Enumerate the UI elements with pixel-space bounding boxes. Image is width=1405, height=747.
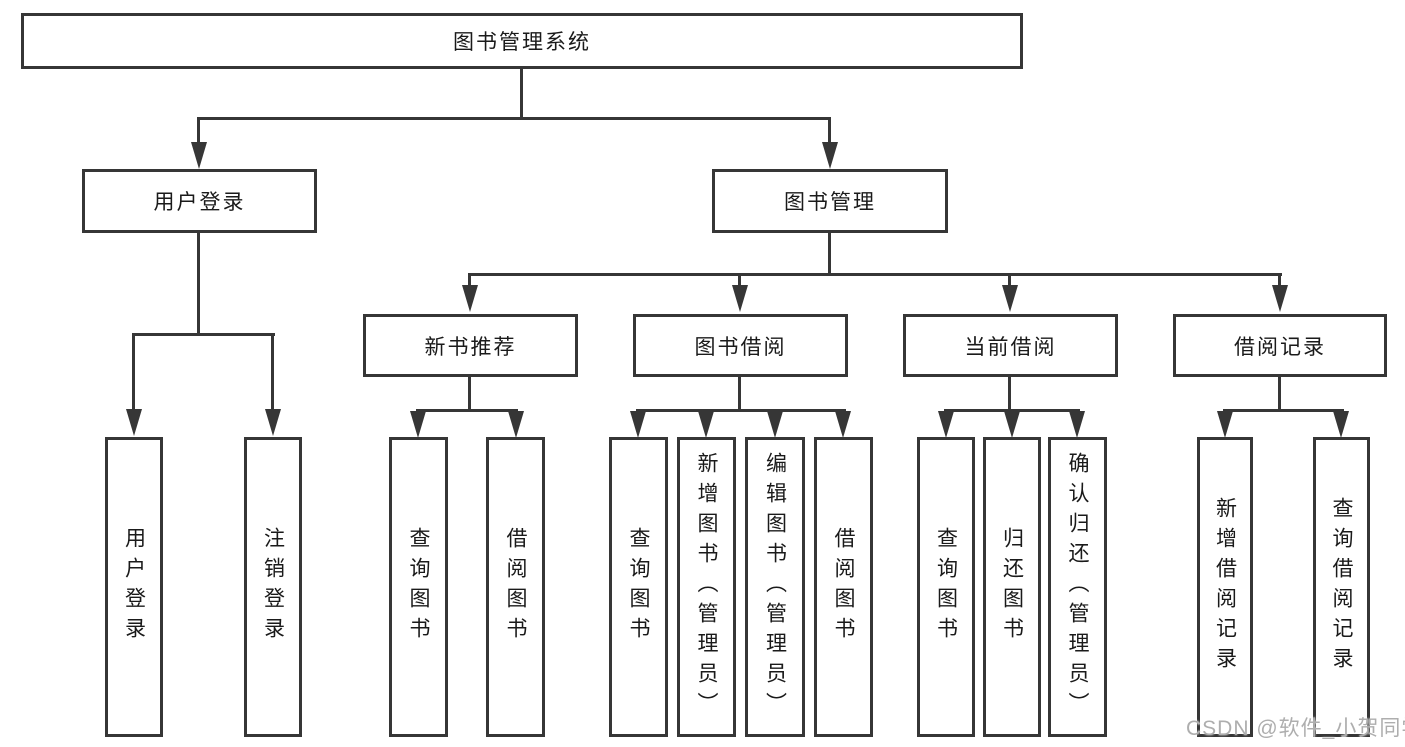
arrow-down-icon <box>767 411 783 438</box>
node-label: 图书管理 <box>784 191 876 214</box>
connector-borrow-record-rail <box>1223 409 1344 412</box>
node-label: 借阅图书 <box>504 527 527 647</box>
connector-login-drop <box>132 333 135 410</box>
connector-current-borrow-stem <box>1008 377 1011 412</box>
connector-book-borrow-drop <box>738 273 741 286</box>
node-label: 查询借阅记录 <box>1330 497 1353 677</box>
node-label: 注销登录 <box>261 527 285 647</box>
arrow-down-icon <box>1069 411 1085 438</box>
arrow-down-icon <box>462 285 478 312</box>
connector-logout-drop <box>271 333 274 410</box>
connector-user-login-stem <box>197 233 200 336</box>
arrow-down-icon <box>630 411 646 438</box>
connector-root-stem <box>520 69 523 120</box>
connector-borrow-record-stem <box>1278 377 1281 412</box>
node-new-book-recommendation: 新书推荐 <box>363 314 578 377</box>
node-leaf-borrow-books-recommend: 借阅图书 <box>486 437 545 737</box>
node-leaf-add-books-admin: 新增图书（管理员） <box>677 437 736 737</box>
node-user-login: 用户登录 <box>82 169 317 233</box>
arrow-down-icon <box>1217 411 1233 438</box>
node-label: 借阅图书 <box>832 527 855 647</box>
node-label: 查询图书 <box>627 527 650 647</box>
node-label: 新增图书（管理员） <box>695 452 718 722</box>
node-label: 确认归还（管理员） <box>1066 452 1089 722</box>
node-leaf-query-borrow-record: 查询借阅记录 <box>1313 437 1370 737</box>
arrow-down-icon <box>835 411 851 438</box>
arrow-down-icon <box>1272 285 1288 312</box>
connector-user-login-rail <box>132 333 275 336</box>
node-current-borrowing: 当前借阅 <box>903 314 1118 377</box>
arrow-down-icon <box>410 411 426 438</box>
connector-user-login-drop <box>197 117 200 143</box>
connector-book-borrow-stem <box>738 377 741 412</box>
connector-current-borrow-drop <box>1008 273 1011 286</box>
node-label: 新增借阅记录 <box>1213 497 1237 677</box>
arrow-down-icon <box>265 409 281 436</box>
node-leaf-logout: 注销登录 <box>244 437 302 737</box>
arrow-down-icon <box>732 285 748 312</box>
arrow-down-icon <box>1002 285 1018 312</box>
connector-new-book-stem <box>468 377 471 412</box>
connector-book-borrow-rail <box>636 409 846 412</box>
node-label: 当前借阅 <box>964 335 1057 359</box>
node-leaf-edit-books-admin: 编辑图书（管理员） <box>745 437 805 737</box>
connector-book-management-rail <box>468 273 1282 276</box>
node-leaf-query-books-current: 查询图书 <box>917 437 975 737</box>
node-label: 借阅记录 <box>1234 335 1326 359</box>
node-leaf-query-books-recommend: 查询图书 <box>389 437 448 737</box>
node-label: 图书借阅 <box>694 335 787 359</box>
connector-new-book-drop <box>468 273 471 286</box>
node-label: 查询图书 <box>934 527 958 647</box>
arrow-down-icon <box>1004 411 1020 438</box>
arrow-down-icon <box>1333 411 1349 438</box>
arrow-down-icon <box>938 411 954 438</box>
arrow-down-icon <box>698 411 714 438</box>
node-leaf-confirm-return-admin: 确认归还（管理员） <box>1048 437 1107 737</box>
arrow-down-icon <box>191 142 207 169</box>
node-book-borrowing: 图书借阅 <box>633 314 848 377</box>
node-label: 新书推荐 <box>424 335 517 359</box>
arrow-down-icon <box>508 411 524 438</box>
node-leaf-user-login: 用户登录 <box>105 437 163 737</box>
connector-current-borrow-rail <box>944 409 1080 412</box>
node-label: 用户登录 <box>122 527 146 647</box>
connector-book-management-drop <box>828 117 831 143</box>
node-leaf-borrow-books: 借阅图书 <box>814 437 873 737</box>
node-label: 图书管理系统 <box>453 31 591 54</box>
csdn-watermark: CSDN @软件_小贺同学 <box>1186 717 1405 740</box>
node-leaf-query-books-borrowing: 查询图书 <box>609 437 668 737</box>
connector-root-rail <box>197 117 831 120</box>
node-label: 归还图书 <box>1000 527 1024 647</box>
node-label: 查询图书 <box>407 527 430 647</box>
node-label: 编辑图书（管理员） <box>763 452 787 722</box>
connector-new-book-rail <box>416 409 518 412</box>
node-leaf-return-books: 归还图书 <box>983 437 1041 737</box>
arrow-down-icon <box>126 409 142 436</box>
node-book-management: 图书管理 <box>712 169 948 233</box>
node-leaf-add-borrow-record: 新增借阅记录 <box>1197 437 1253 737</box>
node-label: 用户登录 <box>153 191 246 214</box>
connector-book-management-stem <box>828 233 831 276</box>
node-library-management-system: 图书管理系统 <box>21 13 1023 69</box>
node-borrowing-records: 借阅记录 <box>1173 314 1387 377</box>
arrow-down-icon <box>822 142 838 169</box>
connector-borrow-record-drop <box>1278 273 1281 286</box>
